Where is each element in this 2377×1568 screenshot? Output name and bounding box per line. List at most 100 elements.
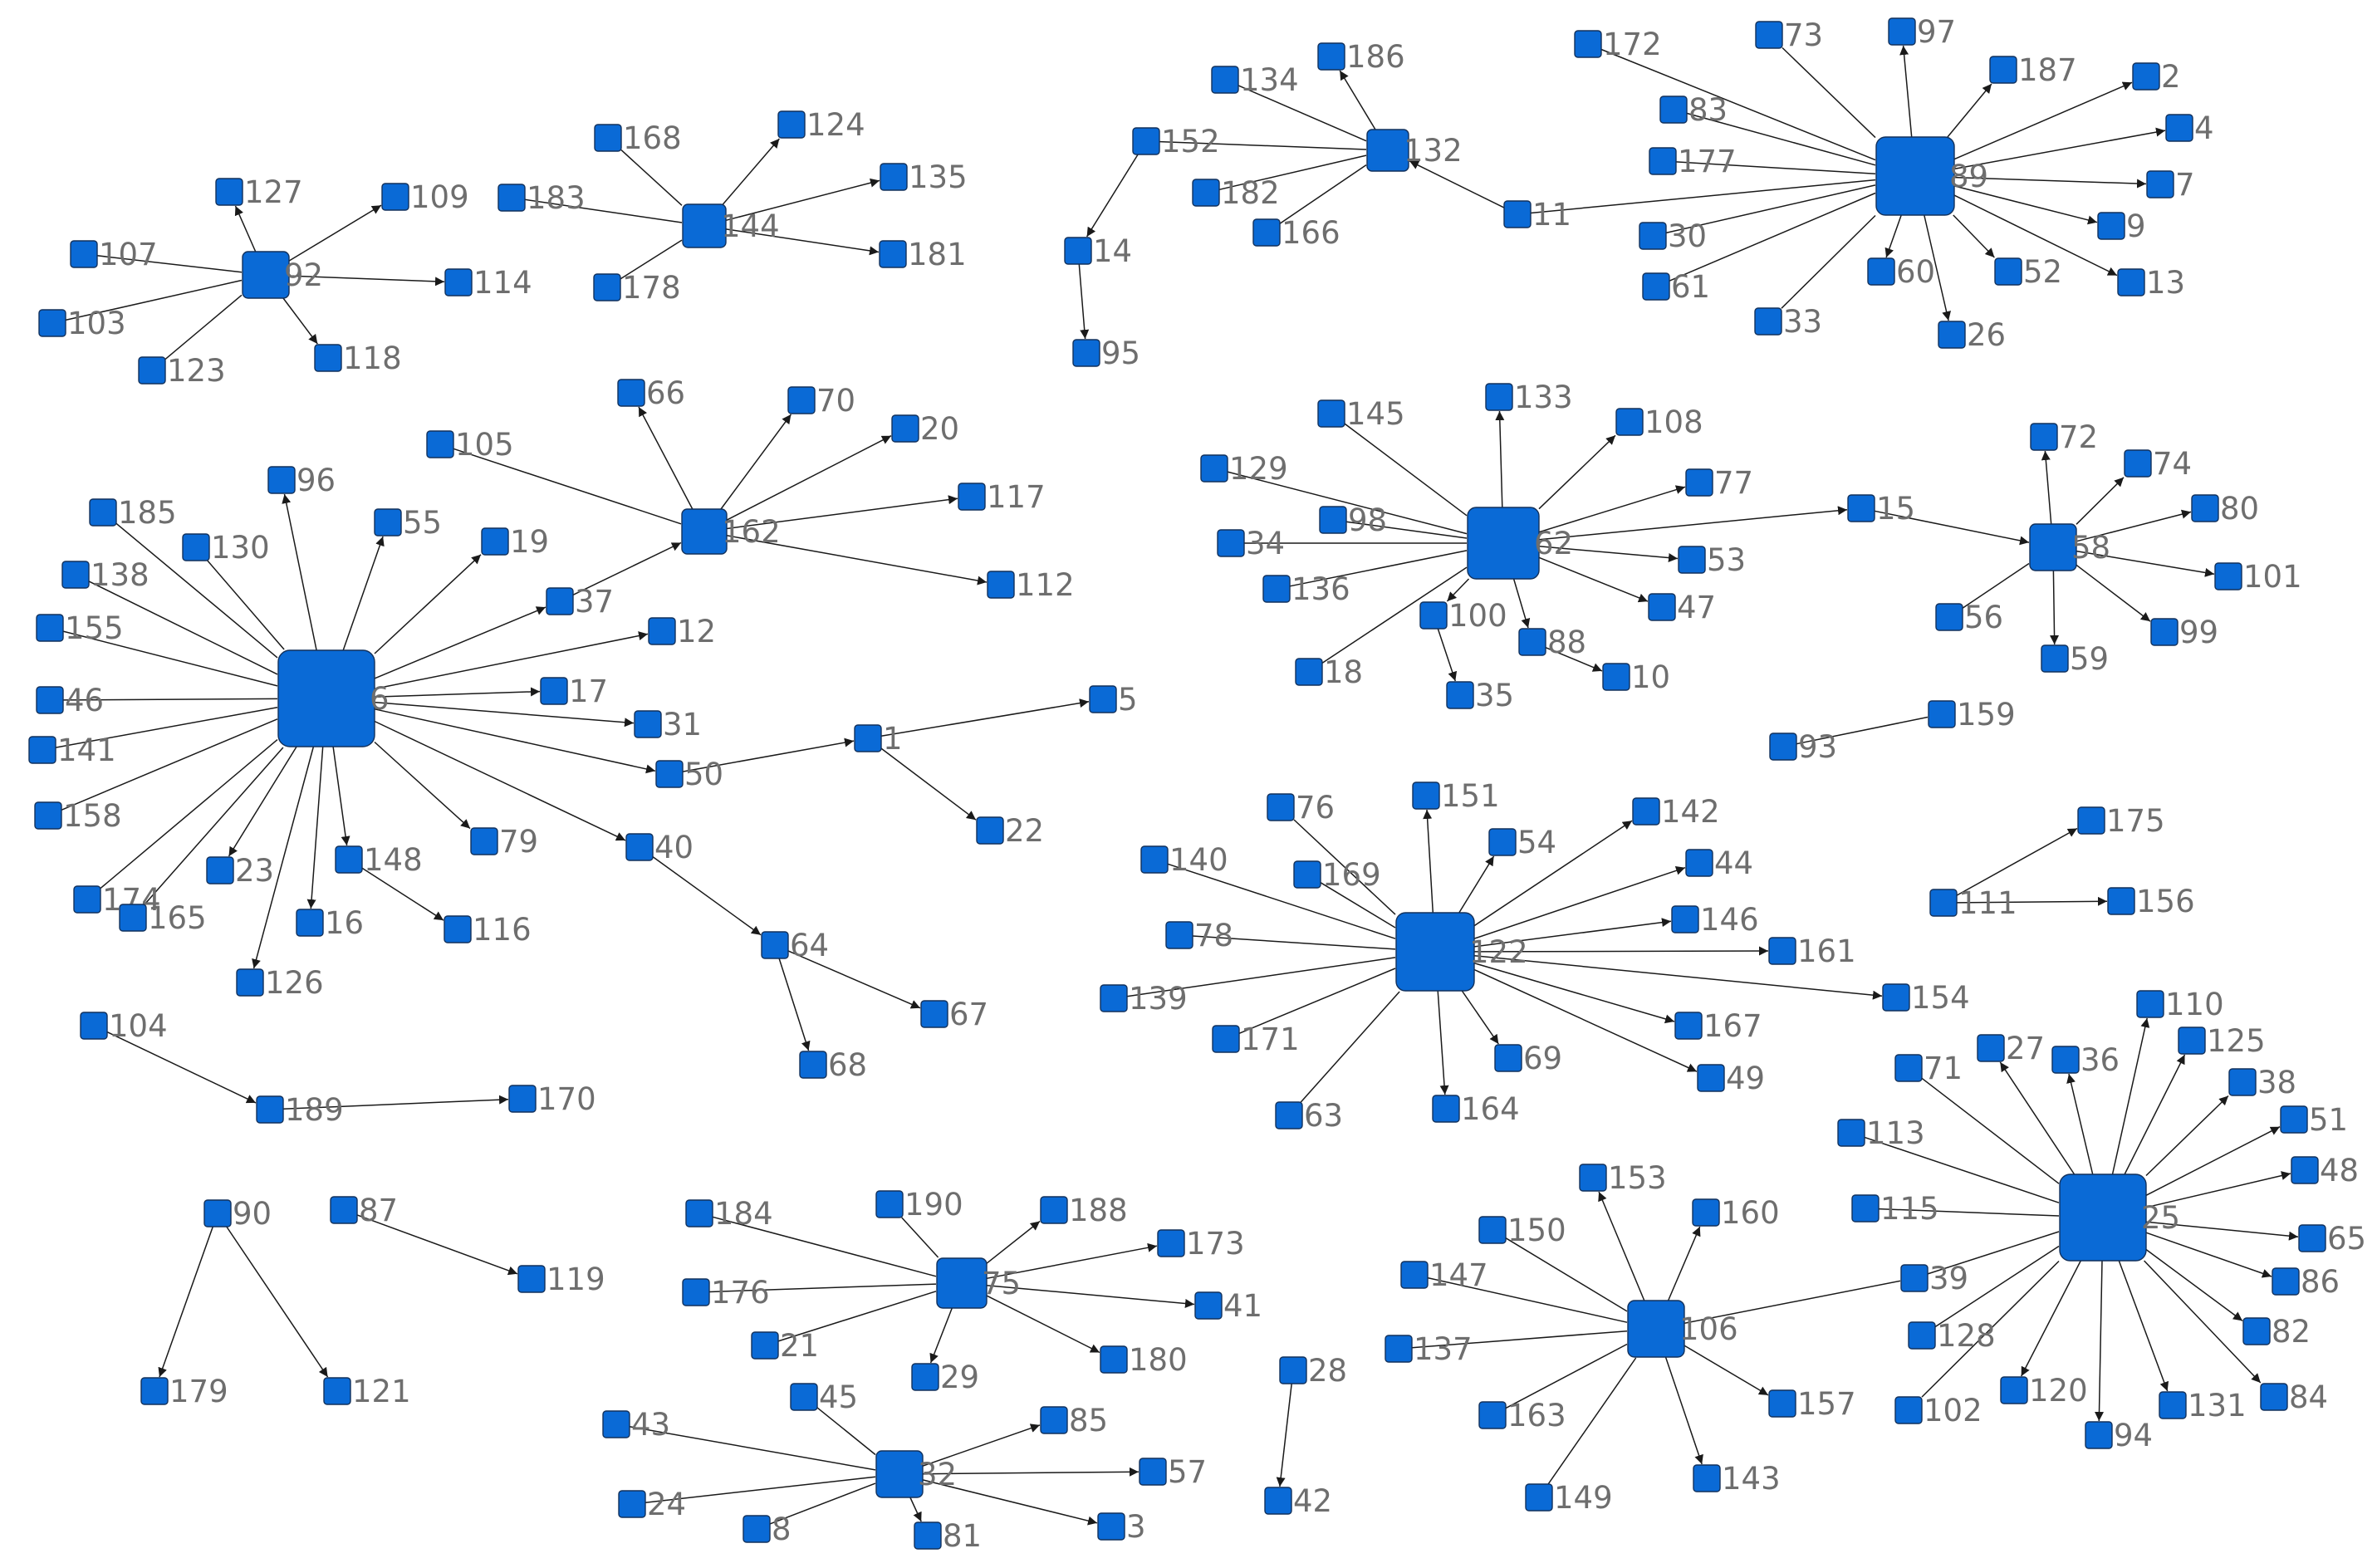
node-151[interactable]: 151	[1412, 778, 1500, 814]
node-133[interactable]: 133	[1485, 380, 1573, 415]
node-72[interactable]: 72	[2030, 419, 2098, 455]
node-box[interactable]	[1574, 30, 1602, 58]
node-89[interactable]: 89	[1875, 136, 1988, 216]
node-105[interactable]: 105	[426, 427, 514, 463]
node-184[interactable]: 184	[685, 1196, 773, 1232]
node-box[interactable]	[1659, 96, 1688, 124]
node-box[interactable]	[1275, 1101, 1303, 1129]
node-box[interactable]	[891, 414, 919, 443]
node-box[interactable]	[1132, 127, 1160, 155]
node-56[interactable]: 56	[1935, 600, 2003, 635]
node-84[interactable]: 84	[2260, 1379, 2328, 1415]
node-box[interactable]	[70, 240, 98, 268]
node-box[interactable]	[1319, 506, 1347, 534]
node-6[interactable]: 6	[277, 649, 390, 747]
node-70[interactable]: 70	[787, 383, 855, 419]
node-164[interactable]: 164	[1432, 1091, 1520, 1127]
node-box[interactable]	[1317, 42, 1345, 71]
node-112[interactable]: 112	[987, 567, 1075, 603]
node-85[interactable]: 85	[1040, 1403, 1108, 1438]
node-158[interactable]: 158	[34, 798, 122, 834]
node-189[interactable]: 189	[256, 1092, 344, 1128]
node-61[interactable]: 61	[1642, 269, 1710, 305]
node-74[interactable]: 74	[2124, 446, 2192, 482]
node-43[interactable]: 43	[602, 1407, 670, 1443]
node-box[interactable]	[2107, 887, 2135, 915]
node-47[interactable]: 47	[1648, 590, 1716, 625]
node-155[interactable]: 155	[36, 610, 124, 646]
node-94[interactable]: 94	[2085, 1418, 2153, 1453]
node-box[interactable]	[1293, 860, 1321, 889]
node-121[interactable]: 121	[323, 1374, 411, 1409]
node-36[interactable]: 36	[2051, 1042, 2120, 1078]
node-box[interactable]	[1935, 603, 1963, 631]
node-25[interactable]: 25	[2059, 1174, 2180, 1262]
node-161[interactable]: 161	[1768, 933, 1856, 969]
node-65[interactable]: 65	[2298, 1221, 2366, 1257]
node-box[interactable]	[119, 904, 147, 932]
node-box[interactable]	[1432, 1095, 1460, 1123]
node-box[interactable]	[1040, 1196, 1068, 1224]
node-60[interactable]: 60	[1867, 254, 1935, 290]
node-box[interactable]	[1579, 1164, 1607, 1192]
node-box[interactable]	[34, 801, 62, 830]
node-28[interactable]: 28	[1279, 1353, 1347, 1389]
node-78[interactable]: 78	[1165, 918, 1233, 953]
node-box[interactable]	[875, 1190, 904, 1218]
node-box[interactable]	[1139, 1458, 1167, 1486]
node-box[interactable]	[2260, 1383, 2288, 1411]
node-box[interactable]	[1754, 307, 1782, 336]
node-box[interactable]	[2191, 494, 2219, 522]
node-35[interactable]: 35	[1446, 678, 1514, 713]
node-30[interactable]: 30	[1639, 218, 1707, 254]
node-86[interactable]: 86	[2272, 1264, 2340, 1300]
node-box[interactable]	[1488, 828, 1517, 856]
node-53[interactable]: 53	[1678, 542, 1746, 578]
node-box[interactable]	[2291, 1156, 2319, 1184]
node-126[interactable]: 126	[236, 965, 324, 1001]
node-40[interactable]: 40	[625, 830, 693, 865]
node-182[interactable]: 182	[1192, 175, 1280, 211]
node-10[interactable]: 10	[1602, 659, 1670, 695]
node-box[interactable]	[751, 1331, 779, 1360]
node-68[interactable]: 68	[799, 1047, 867, 1083]
node-box[interactable]	[1851, 1194, 1880, 1223]
node-box[interactable]	[2077, 806, 2105, 835]
node-box[interactable]	[1900, 1264, 1929, 1292]
node-box[interactable]	[2280, 1105, 2308, 1134]
node-box[interactable]	[958, 483, 986, 511]
node-box[interactable]	[540, 677, 568, 705]
node-box[interactable]	[1867, 257, 1895, 286]
node-54[interactable]: 54	[1488, 825, 1556, 860]
node-box[interactable]	[1639, 222, 1667, 250]
node-box[interactable]	[594, 124, 622, 152]
node-box[interactable]	[2000, 1376, 2028, 1404]
node-73[interactable]: 73	[1755, 17, 1823, 53]
node-box[interactable]	[374, 508, 402, 537]
node-box[interactable]	[1478, 1216, 1507, 1244]
node-box[interactable]	[1267, 793, 1295, 821]
node-180[interactable]: 180	[1100, 1342, 1188, 1378]
node-4[interactable]: 4	[2165, 110, 2214, 146]
node-26[interactable]: 26	[1938, 317, 2006, 353]
node-81[interactable]: 81	[914, 1518, 982, 1554]
node-box[interactable]	[1317, 399, 1345, 428]
node-box[interactable]	[1768, 937, 1796, 965]
node-51[interactable]: 51	[2280, 1102, 2348, 1138]
node-box[interactable]	[1525, 1483, 1553, 1512]
node-188[interactable]: 188	[1040, 1193, 1128, 1228]
node-box[interactable]	[1888, 17, 1916, 46]
node-119[interactable]: 119	[517, 1262, 605, 1297]
node-box[interactable]	[1211, 66, 1239, 94]
node-box[interactable]	[1264, 1487, 1292, 1515]
node-box[interactable]	[1685, 849, 1713, 877]
node-100[interactable]: 100	[1419, 598, 1507, 634]
node-box[interactable]	[1894, 1396, 1923, 1424]
node-109[interactable]: 109	[381, 179, 469, 215]
node-box[interactable]	[1632, 797, 1660, 826]
node-box[interactable]	[911, 1363, 939, 1391]
node-box[interactable]	[2242, 1317, 2271, 1345]
node-box[interactable]	[1837, 1119, 1865, 1147]
node-box[interactable]	[1395, 912, 1475, 992]
node-box[interactable]	[2298, 1224, 2326, 1252]
